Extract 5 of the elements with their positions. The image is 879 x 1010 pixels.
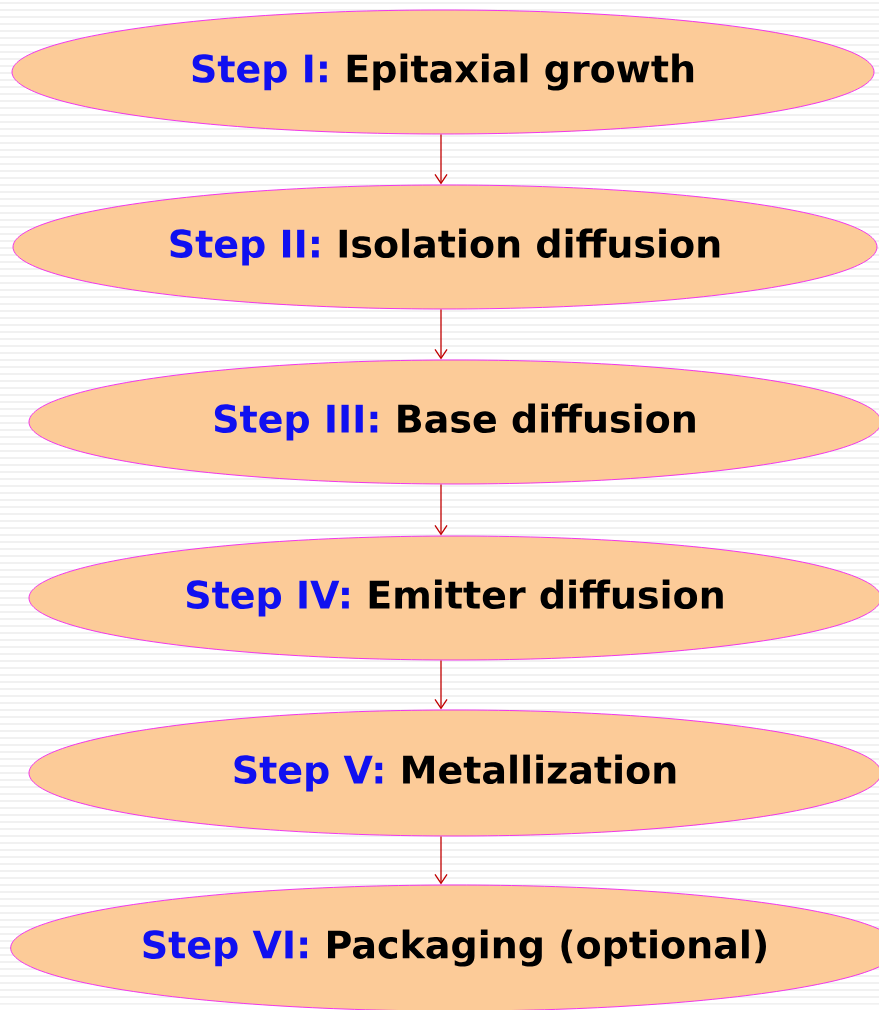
arrow — [434, 483, 448, 536]
arrow — [434, 308, 448, 360]
arrow — [434, 835, 448, 885]
arrow — [434, 659, 448, 710]
arrow — [434, 133, 448, 185]
